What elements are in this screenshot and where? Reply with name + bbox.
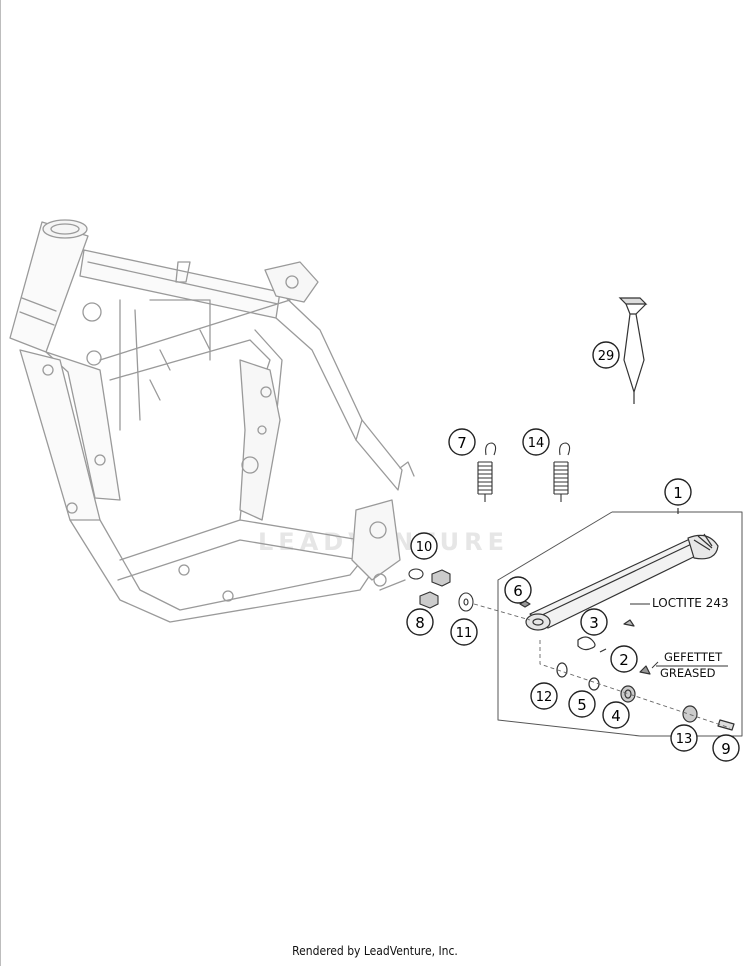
callout-12: 12 (530, 682, 558, 710)
callout-3-label: 3 (589, 614, 599, 632)
callout-11: 11 (450, 618, 478, 646)
footer-credit: Rendered by LeadVenture, Inc. (292, 944, 458, 958)
callout-3: 3 (580, 608, 608, 636)
callout-6: 6 (504, 576, 532, 604)
frame-drawing (9, 219, 415, 623)
note-greased-text: GREASED (660, 666, 716, 680)
page-border (0, 0, 1, 966)
callout-29-label: 29 (598, 349, 615, 364)
callout-7-label: 7 (457, 434, 467, 452)
callout-13: 13 (670, 724, 698, 752)
callout-1-label: 1 (673, 484, 683, 502)
callout-1: 1 (664, 478, 692, 506)
callout-7: 7 (448, 428, 476, 456)
tool-part-29 (618, 297, 648, 404)
callout-10-label: 10 (416, 540, 433, 555)
callout-14-label: 14 (528, 436, 545, 451)
callout-29: 29 (592, 341, 620, 369)
callout-13-label: 13 (676, 732, 693, 747)
callout-12-label: 12 (536, 690, 553, 705)
note-loctite-text: LOCTITE 243 (652, 596, 729, 610)
spring-part-14 (553, 442, 571, 502)
callout-5: 5 (568, 690, 596, 718)
note-gefettet-text: GEFETTET (664, 650, 723, 664)
callout-6-label: 6 (513, 582, 523, 600)
callout-9-label: 9 (721, 740, 731, 758)
callout-8: 8 (406, 608, 434, 636)
callout-2-label: 2 (619, 651, 629, 669)
callout-2: 2 (610, 645, 638, 673)
loose-parts (408, 568, 531, 621)
callout-4: 4 (602, 701, 630, 729)
callout-9: 9 (712, 734, 740, 762)
callouts: 1 2 3 4 5 6 7 8 9 10 11 12 13 14 29 (406, 341, 740, 762)
note-loctite: LOCTITE 243 (652, 596, 729, 610)
callout-11-label: 11 (456, 626, 473, 641)
callout-8-label: 8 (415, 614, 425, 632)
spring-part-7 (477, 442, 497, 502)
callout-10: 10 (410, 532, 438, 560)
note-greased: GEFETTET GREASED (656, 650, 728, 680)
callout-5-label: 5 (577, 696, 587, 714)
callout-14: 14 (522, 428, 550, 456)
callout-4-label: 4 (611, 707, 621, 725)
